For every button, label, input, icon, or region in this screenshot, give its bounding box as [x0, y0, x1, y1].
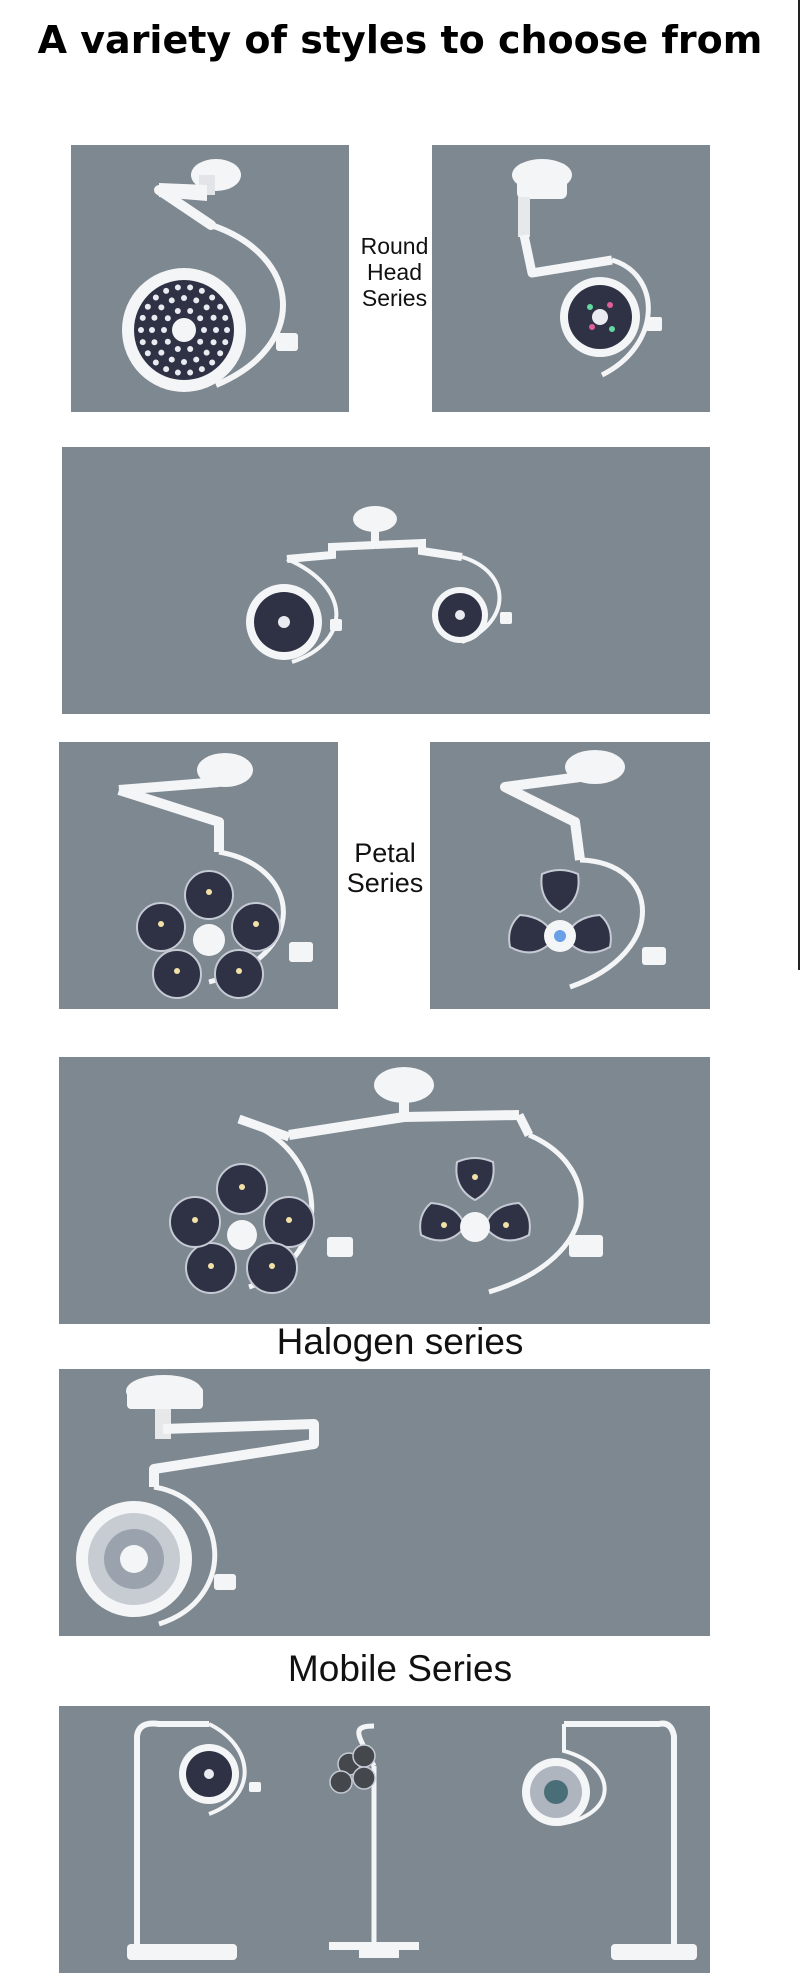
led-dot	[151, 339, 158, 346]
led-dot	[193, 297, 200, 304]
led-dot	[224, 327, 230, 333]
petal-lamp-combo-image	[59, 1057, 710, 1324]
led-dot	[151, 314, 158, 321]
led-dot	[174, 284, 181, 291]
led-dot	[161, 327, 167, 333]
led-dot	[213, 327, 219, 333]
label-line: Head	[367, 259, 422, 285]
led-dot	[187, 284, 194, 291]
led-dot	[158, 349, 165, 356]
led-dot	[139, 339, 146, 346]
led-dot	[163, 366, 170, 373]
led-dot	[187, 369, 194, 376]
led-dot	[198, 366, 205, 373]
led-dot	[210, 314, 217, 321]
petal-lamp-five-image	[59, 742, 338, 1009]
led-dot	[203, 349, 210, 356]
label-line: Series	[346, 868, 424, 898]
led-dot	[197, 315, 204, 322]
led-dot	[181, 359, 187, 365]
right-divider-line	[798, 0, 800, 970]
led-dot	[222, 339, 229, 346]
led-dot	[203, 304, 210, 311]
led-dot	[198, 287, 205, 294]
led-dot	[168, 356, 175, 363]
led-dot	[210, 339, 217, 346]
halogen-series-label: Halogen series	[276, 1321, 524, 1362]
led-dot	[197, 338, 204, 345]
led-dot	[163, 287, 170, 294]
label-line: Round	[360, 233, 429, 259]
led-dot	[174, 369, 181, 376]
led-dot	[152, 359, 159, 366]
led-dot	[222, 314, 229, 321]
round-lamp-double-image	[62, 447, 710, 714]
round-lamp-color-image	[432, 145, 710, 412]
led-dot	[217, 350, 224, 357]
led-dot	[139, 314, 146, 321]
round-lamp-single-image	[71, 145, 349, 412]
petal-lamp-three-image	[430, 742, 710, 1009]
led-dot	[187, 307, 194, 314]
led-dot	[149, 327, 155, 333]
led-dot	[187, 346, 194, 353]
led-dot	[164, 338, 171, 345]
led-dot	[174, 307, 181, 314]
mobile-series-label: Mobile Series	[287, 1648, 513, 1689]
led-dot	[209, 359, 216, 366]
led-dot	[193, 356, 200, 363]
led-dot	[168, 297, 175, 304]
led-dot	[217, 303, 224, 310]
page-title: A variety of styles to choose from	[37, 18, 763, 62]
led-dot	[152, 294, 159, 301]
petal-series-label: Petal Series	[338, 838, 432, 898]
led-dot	[164, 315, 171, 322]
led-dot	[158, 304, 165, 311]
led-dot	[181, 295, 187, 301]
label-line: Petal	[354, 838, 416, 868]
led-dot	[144, 303, 151, 310]
led-dot	[201, 327, 207, 333]
led-dot	[138, 327, 144, 333]
led-dot	[144, 350, 151, 357]
led-dot	[174, 346, 181, 353]
halogen-lamp-image	[59, 1369, 710, 1636]
led-dot	[209, 294, 216, 301]
round-head-series-label: Round Head Series	[352, 233, 437, 311]
mobile-lamp-image	[59, 1706, 710, 1973]
label-line: Series	[361, 285, 428, 311]
